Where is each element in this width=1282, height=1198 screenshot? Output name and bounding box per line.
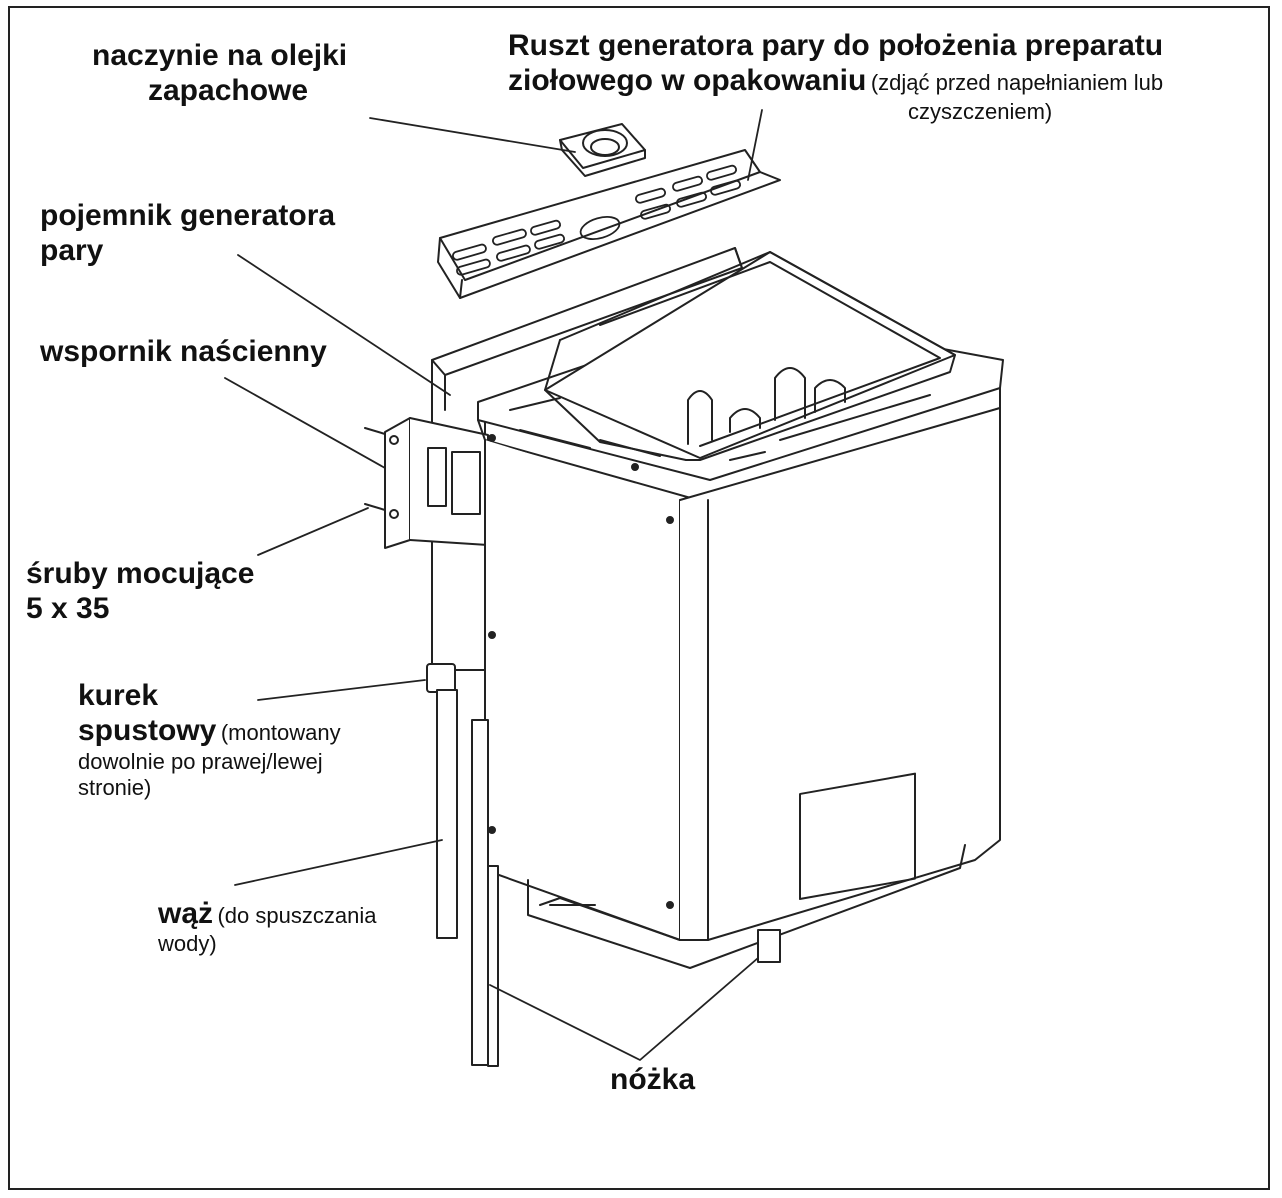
label-container: pojemnik generatora pary xyxy=(40,199,336,268)
label-oil-vessel: naczynie na olejki zapachowe xyxy=(92,39,348,108)
oil-vessel-drawing xyxy=(559,123,646,177)
leader-leg xyxy=(489,957,759,1061)
grate-drawing xyxy=(437,149,781,299)
leader-hose xyxy=(234,839,443,886)
leader-grate xyxy=(747,109,763,181)
label-hose: wąż (do spuszczania wody) xyxy=(158,897,377,957)
label-leg: nóżka xyxy=(610,1063,696,1096)
label-grate: Ruszt generatora pary do położenia prepa… xyxy=(508,29,1164,124)
wall-bracket-drawing xyxy=(364,417,489,549)
leader-screws xyxy=(257,507,369,556)
leader-tap xyxy=(257,679,426,701)
label-bracket: wspornik naścienny xyxy=(40,335,327,368)
label-tap: kurek spustowy (montowany dowolnie po pr… xyxy=(78,679,341,800)
heater-body-drawing xyxy=(426,251,1004,1067)
leader-container xyxy=(237,254,451,396)
diagram-frame xyxy=(8,6,1270,1190)
leader-lines xyxy=(224,109,763,1061)
leader-bracket xyxy=(224,377,386,469)
label-screws: śruby mocujące 5 x 35 xyxy=(26,557,255,626)
leader-oil-vessel xyxy=(369,117,576,153)
